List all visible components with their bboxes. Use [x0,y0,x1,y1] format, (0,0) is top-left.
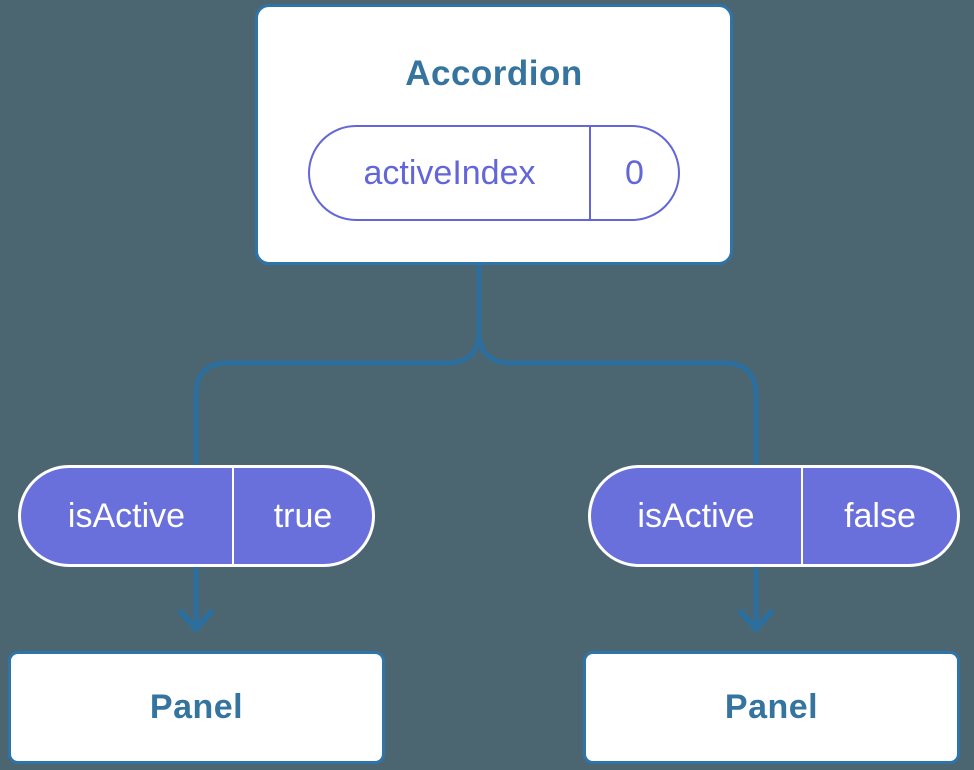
arrowhead-down-right-icon [738,609,774,632]
prop-pill-right-name: isActive [591,468,803,564]
state-pill-name: activeIndex [310,127,591,219]
panel-node-left: Panel [8,651,385,764]
prop-pill-left-value: true [273,496,333,535]
prop-pill-right-value: false [844,496,916,535]
arrowhead-down-left-icon [178,609,214,632]
prop-pill-right: isActive false [588,465,960,567]
panel-node-right: Panel [583,651,960,764]
connector-right-branch [476,263,759,627]
connector-left-branch [193,263,482,627]
prop-pill-left-name: isActive [21,468,234,564]
panel-node-right-title: Panel [724,688,819,726]
accordion-node: Accordion activeIndex 0 [255,4,733,265]
state-pill-value: 0 [625,153,644,192]
panel-node-left-title: Panel [149,688,244,726]
state-pill: activeIndex 0 [308,125,680,221]
prop-pill-left: isActive true [18,465,375,567]
accordion-node-title: Accordion [405,54,583,93]
